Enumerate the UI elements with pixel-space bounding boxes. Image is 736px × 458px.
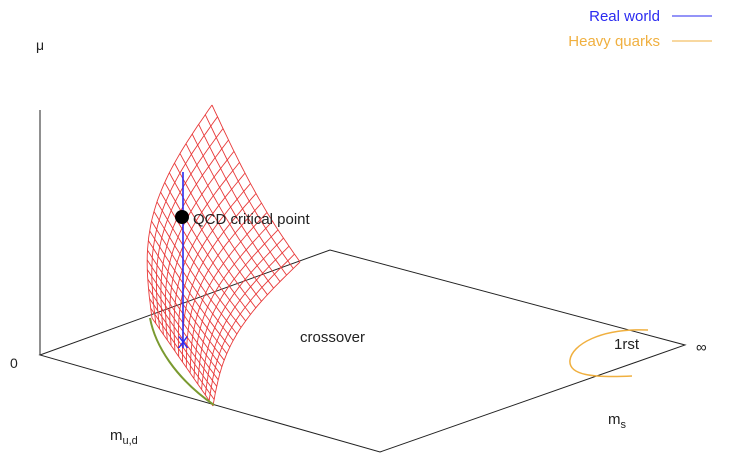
zero-label: 0: [10, 355, 18, 371]
mesh-line-horizontal: [191, 133, 281, 282]
legend-real-world-label: Real world: [589, 8, 660, 25]
critical-point-label: QCD critical point: [193, 211, 311, 228]
mesh-line-horizontal: [149, 230, 231, 348]
mesh-line-horizontal: [150, 308, 215, 400]
mass-plane: [38, 249, 687, 453]
mud-axis-label: mu,d: [110, 427, 138, 447]
critical-surface: [146, 104, 301, 407]
chiral-boundary-line: [149, 317, 215, 406]
mesh-line-horizontal: [147, 249, 225, 361]
crossover-label: crossover: [300, 329, 365, 346]
mesh-line-horizontal: [160, 191, 246, 322]
mesh-line-horizontal: [198, 124, 287, 276]
mesh-line-horizontal: [204, 114, 294, 269]
mesh-line-horizontal: [153, 211, 238, 335]
mesh-line-horizontal: [146, 259, 223, 367]
mesh-line-vertical: [177, 183, 251, 357]
legend-heavy-quarks-label: Heavy quarks: [568, 33, 660, 50]
ms-axis-label: ms: [608, 411, 627, 431]
critical-point-dot: [175, 210, 189, 224]
mesh-line-horizontal: [174, 162, 262, 302]
mesh-line-horizontal: [185, 143, 274, 289]
real-world-marker: X: [177, 333, 188, 352]
legend: Real world Heavy quarks: [568, 8, 712, 50]
mu-axis-label: μ: [36, 37, 44, 53]
mesh-line-vertical: [212, 261, 301, 407]
first-order-label: 1rst: [614, 336, 640, 353]
mesh-line-horizontal: [179, 153, 268, 295]
mesh-line-horizontal: [151, 317, 214, 407]
infinity-label: ∞: [696, 339, 707, 356]
mesh-line-horizontal: [156, 201, 242, 328]
mesh-line-horizontal: [147, 240, 228, 354]
mesh-line-horizontal: [211, 104, 301, 263]
mesh-line-horizontal: [151, 220, 234, 341]
mesh-line-horizontal: [164, 182, 251, 315]
heavy-quarks-boundary: [569, 329, 649, 378]
